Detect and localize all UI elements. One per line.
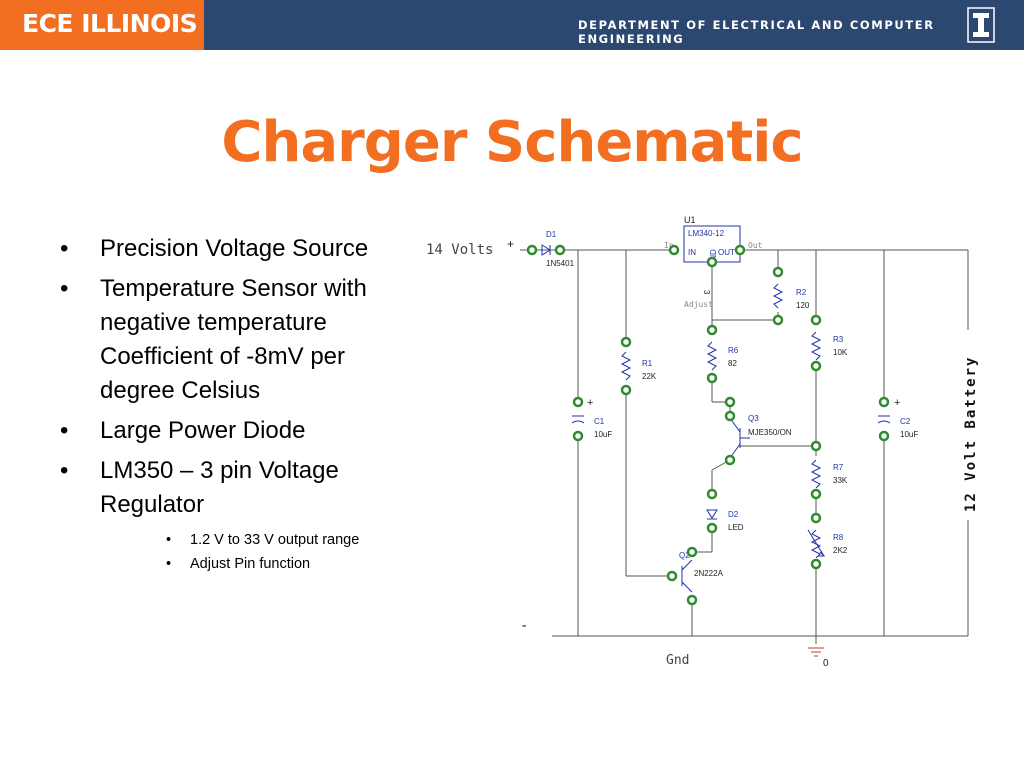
diode-d1: D1 1N5401 bbox=[541, 230, 575, 268]
resistor-r3 bbox=[810, 331, 822, 361]
sub-bullet-text: Adjust Pin function bbox=[190, 556, 311, 572]
regulator-u1: U1 LM340-12 IN OUT GND 3 In Out Adjust bbox=[664, 215, 763, 309]
r7-value: 33K bbox=[833, 476, 848, 485]
u1-adjust-label: Adjust bbox=[684, 300, 713, 309]
bullet-text: Temperature Sensor with negative tempera… bbox=[100, 275, 367, 404]
bullet-text: LM350 – 3 pin Voltage Regulator bbox=[100, 457, 339, 518]
resistor-r2 bbox=[772, 283, 784, 309]
slide-title: Charger Schematic bbox=[221, 110, 803, 175]
capacitors bbox=[571, 415, 891, 424]
gnd-label: Gnd bbox=[666, 653, 689, 668]
r2-ref: R2 bbox=[796, 288, 807, 297]
header-bar: ECE ILLINOIS DEPARTMENT OF ELECTRICAL AN… bbox=[0, 0, 1024, 50]
d1-value: 1N5401 bbox=[546, 259, 575, 268]
r7-ref: R7 bbox=[833, 463, 844, 472]
input-plus: + bbox=[507, 237, 514, 251]
u1-ref: U1 bbox=[684, 215, 696, 225]
logo-text: ECE ILLINOIS bbox=[22, 9, 198, 38]
resistor-r6 bbox=[706, 341, 718, 371]
c2-ref: C2 bbox=[900, 417, 911, 426]
c1-plus: + bbox=[587, 397, 593, 409]
capacitor-c2-plate-b bbox=[877, 420, 891, 424]
potentiometer-arrowhead bbox=[818, 551, 826, 557]
capacitor-c1-plate-b bbox=[571, 420, 585, 424]
resistor-labels: R1 22K R2 120 R3 10K R6 82 R7 33K R8 2K2 bbox=[642, 288, 848, 555]
r1-ref: R1 bbox=[642, 359, 653, 368]
bullet-text: Precision Voltage Source bbox=[100, 235, 369, 262]
resistor-r1 bbox=[620, 351, 632, 381]
r1-value: 22K bbox=[642, 372, 657, 381]
bullet-item: •Precision Voltage Source bbox=[60, 235, 369, 262]
r8-ref: R8 bbox=[833, 533, 844, 542]
r6-value: 82 bbox=[728, 359, 737, 368]
input-voltage-label: 14 Volts bbox=[426, 242, 493, 258]
bullet-list: •Precision Voltage Source •Temperature S… bbox=[60, 232, 420, 582]
ground-node: 0 bbox=[823, 658, 829, 669]
sub-bullet-list: •1.2 V to 33 V output range •Adjust Pin … bbox=[100, 528, 420, 576]
q3-value: MJE350/ON bbox=[748, 428, 792, 437]
q2-ref: Q2 bbox=[679, 551, 690, 560]
d2-value: LED bbox=[728, 523, 744, 532]
transistor-q3 bbox=[729, 417, 750, 459]
capacitor-labels: C1 10uF + C2 10uF + bbox=[587, 397, 918, 439]
r8-value: 2K2 bbox=[833, 546, 848, 555]
led-d2 bbox=[706, 509, 718, 520]
u1-pin-in: IN bbox=[688, 248, 696, 257]
input-minus: - bbox=[520, 618, 528, 634]
u1-pin-out: OUT bbox=[718, 248, 735, 257]
r2-value: 120 bbox=[796, 301, 810, 310]
transistor-q2 bbox=[681, 559, 693, 593]
u1-pin-num: 3 bbox=[702, 290, 711, 295]
battery-label: 12 Volt Battery bbox=[963, 356, 979, 512]
wires bbox=[520, 249, 969, 644]
potentiometer-arrow bbox=[807, 529, 825, 557]
c2-plus: + bbox=[894, 397, 900, 409]
resistors bbox=[620, 283, 826, 559]
bullet-text: Large Power Diode bbox=[100, 417, 306, 444]
ground-icon bbox=[808, 647, 824, 657]
u1-in-label: In bbox=[664, 241, 674, 250]
sub-bullet-item: •Adjust Pin function bbox=[166, 556, 311, 572]
q3-ref: Q3 bbox=[748, 414, 759, 423]
department-name: DEPARTMENT OF ELECTRICAL AND COMPUTER EN… bbox=[578, 18, 935, 46]
r3-ref: R3 bbox=[833, 335, 844, 344]
c2-value: 10uF bbox=[900, 430, 918, 439]
bullet-item: •LM350 – 3 pin Voltage Regulator •1.2 V … bbox=[60, 454, 420, 576]
resistor-r7 bbox=[810, 459, 822, 489]
d2-ref: D2 bbox=[728, 510, 739, 519]
c1-ref: C1 bbox=[594, 417, 605, 426]
r6-ref: R6 bbox=[728, 346, 739, 355]
q2-value: 2N222A bbox=[694, 569, 724, 578]
r3-value: 10K bbox=[833, 348, 848, 357]
sub-bullet-item: •1.2 V to 33 V output range bbox=[166, 532, 360, 548]
connection-nodes bbox=[526, 244, 890, 606]
sub-bullet-text: 1.2 V to 33 V output range bbox=[190, 532, 360, 548]
d1-ref: D1 bbox=[546, 230, 557, 239]
illinois-i-icon bbox=[967, 7, 995, 43]
ece-illinois-logo: ECE ILLINOIS bbox=[0, 0, 204, 50]
u1-part: LM340-12 bbox=[688, 229, 725, 238]
resistor-r8 bbox=[810, 529, 822, 559]
bullet-item: •Temperature Sensor with negative temper… bbox=[60, 275, 367, 404]
bullet-item: •Large Power Diode bbox=[60, 417, 306, 444]
c1-value: 10uF bbox=[594, 430, 612, 439]
u1-out-label: Out bbox=[748, 241, 763, 250]
